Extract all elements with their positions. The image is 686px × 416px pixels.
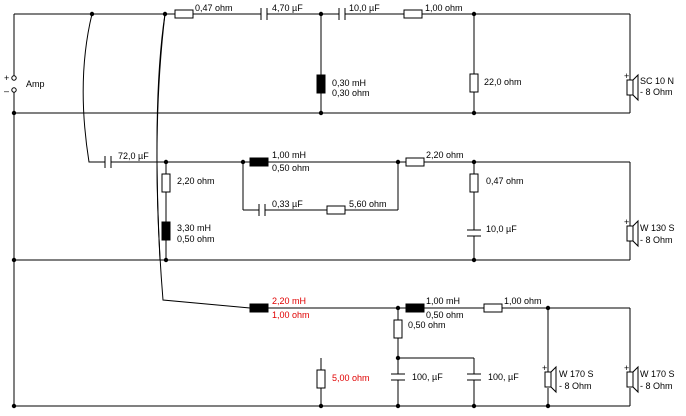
resistor-r2	[403, 9, 423, 19]
capacitor-bass-c2-value: 100, µF	[488, 372, 519, 382]
feed-wire-bass	[156, 13, 251, 309]
inductor-l1-resistance: 0,30 ohm	[332, 88, 370, 98]
svg-text:+: +	[542, 363, 547, 373]
capacitor-c1-value: 4,70 µF	[272, 3, 303, 13]
resistor-mid-rshunt-value: 0,47 ohm	[486, 176, 524, 186]
amp-minus-terminal	[11, 87, 17, 93]
resistor-rpar-value: 5,60 ohm	[349, 199, 387, 209]
inductor-lsh-value: 3,30 mH	[177, 223, 211, 233]
speaker-w130s-name: W 130 S	[640, 223, 675, 233]
speaker-w170s-2-impedance: - 8 Ohm	[640, 381, 673, 391]
resistor-mid-rser	[405, 157, 425, 167]
capacitor-bass-c1-value: 100, µF	[412, 372, 443, 382]
resistor-mid-rser-value: 2,20 ohm	[426, 150, 464, 160]
inductor-mid-l1-resistance: 0,50 ohm	[272, 163, 310, 173]
inductor-bass-l2	[405, 303, 425, 313]
capacitor-c2-value: 10,0 µF	[349, 3, 380, 13]
inductor-mid-l1	[249, 157, 269, 167]
speaker-w130s-icon	[626, 219, 639, 248]
resistor-r1-value: 0,47 ohm	[195, 3, 233, 13]
resistor-bass-rser-value: 1,00 ohm	[504, 296, 542, 306]
inductor-bass-l2-value: 1,00 mH	[426, 296, 460, 306]
speaker-w170s-2-name: W 170 S	[640, 369, 675, 379]
svg-text:+: +	[624, 71, 629, 81]
inductor-l1-value: 0,30 mH	[332, 78, 366, 88]
capacitor-cin-value: 72,0 µF	[118, 151, 149, 161]
capacitor-mid-cshunt-value: 10,0 µF	[486, 224, 517, 234]
resistor-rsh-value: 2,20 ohm	[177, 176, 215, 186]
speaker-w170s-1-name: W 170 S	[559, 369, 594, 379]
amp-plus-terminal	[11, 75, 17, 81]
speaker-sc10n-name: SC 10 N	[640, 76, 674, 86]
inductor-bass-l1	[249, 303, 269, 313]
resistor-r2-value: 1,00 ohm	[425, 3, 463, 13]
capacitor-cpar-value: 0,33 µF	[272, 199, 303, 209]
inductor-bass-l2-resistance: 0,50 ohm	[426, 310, 464, 320]
top-section: + – Amp 0,47 ohm 4,70 µF 10,0 µF 1,00 oh…	[4, 3, 674, 406]
inductor-l1	[316, 74, 326, 94]
resistor-bass-rmid-value: 0,50 ohm	[408, 320, 446, 330]
speaker-w170s-1-icon	[544, 365, 557, 394]
resistor-rpar	[326, 205, 346, 215]
svg-text:+: +	[624, 217, 629, 227]
inductor-bass-l1-resistance: 1,00 ohm	[272, 310, 310, 320]
amp-minus-sign: –	[4, 86, 9, 96]
resistor-r3	[469, 73, 479, 93]
inductor-lsh-resistance: 0,50 ohm	[177, 234, 215, 244]
resistor-bass-rmid	[393, 319, 403, 339]
speaker-sc10n-icon	[626, 73, 639, 102]
resistor-bass-rleft-value: 5,00 ohm	[332, 373, 370, 383]
amp-plus-sign: +	[4, 73, 9, 83]
resistor-r1	[174, 9, 194, 19]
amp-label: Amp	[26, 79, 45, 89]
speaker-sc10n-impedance: - 8 Ohm	[640, 87, 673, 97]
bottom-section: 2,20 mH 1,00 ohm 1,00 mH 0,50 ohm 1,00 o…	[11, 296, 675, 409]
speaker-w170s-2-icon	[626, 365, 639, 394]
resistor-rsh	[161, 173, 171, 193]
speaker-w170s-1-impedance: - 8 Ohm	[559, 381, 592, 391]
resistor-bass-rleft	[316, 369, 326, 389]
speaker-w130s-impedance: - 8 Ohm	[640, 235, 673, 245]
feed-wire-mid	[82, 13, 105, 163]
inductor-mid-l1-value: 1,00 mH	[272, 150, 306, 160]
resistor-mid-rshunt	[469, 173, 479, 193]
inductor-lsh	[161, 221, 171, 241]
resistor-bass-rser	[483, 303, 503, 313]
mid-section: 72,0 µF 2,20 ohm 3,30 mH 0,50 ohm 1,00 m…	[11, 13, 675, 309]
resistor-r3-value: 22,0 ohm	[484, 77, 522, 87]
inductor-bass-l1-value: 2,20 mH	[272, 296, 306, 306]
svg-text:+: +	[624, 363, 629, 373]
